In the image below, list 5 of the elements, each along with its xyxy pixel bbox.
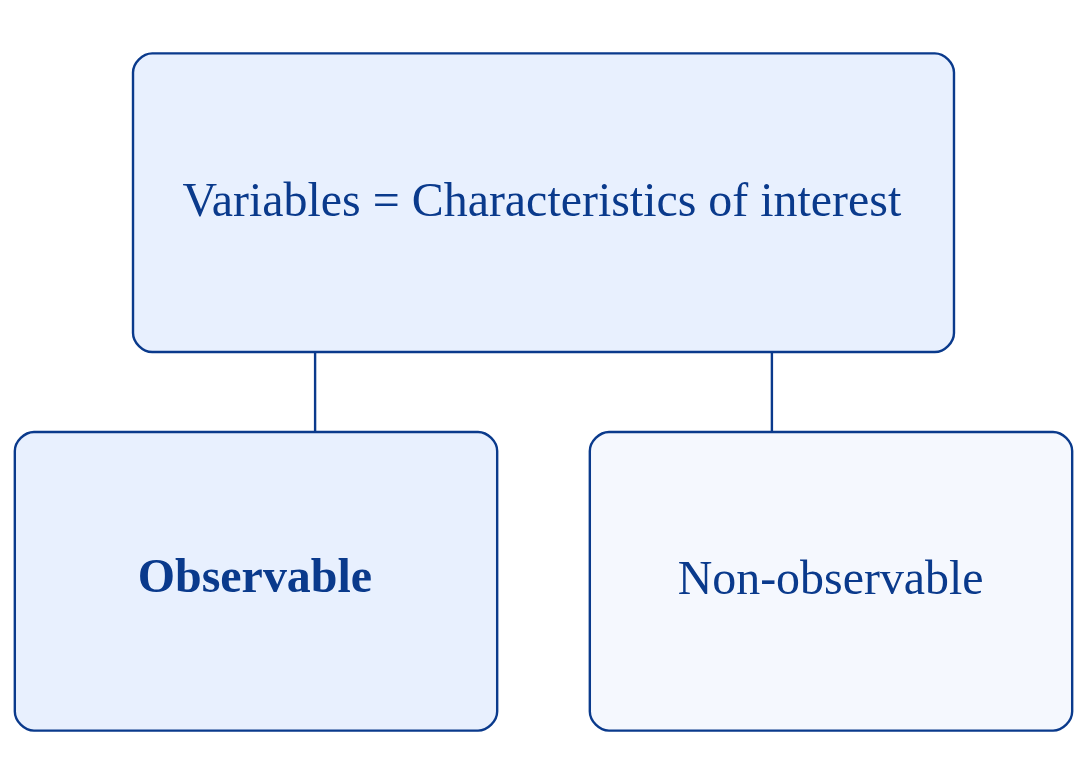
node-box: Variables = Characteristics of interest [131,52,956,354]
node-box: Non-observable [588,430,1074,732]
connector [313,352,317,432]
connector [770,352,774,432]
node-box: Observable [13,430,499,732]
